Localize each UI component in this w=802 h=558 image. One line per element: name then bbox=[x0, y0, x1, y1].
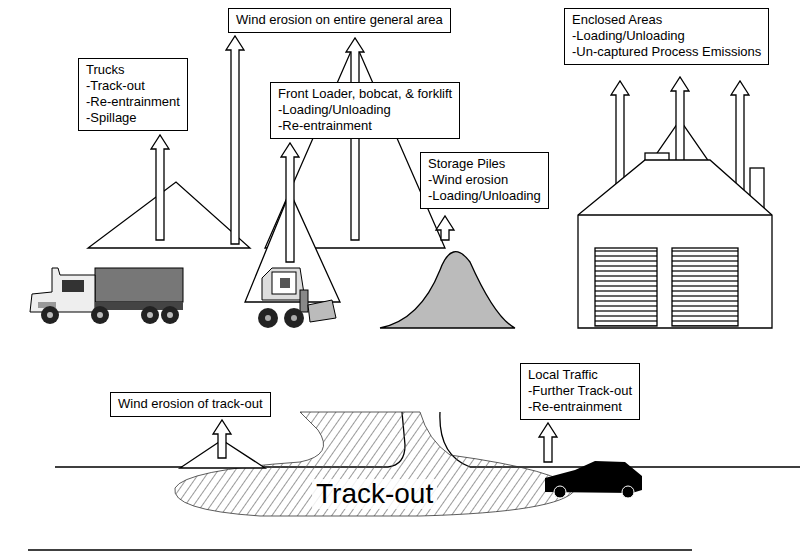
storage-pile bbox=[380, 252, 515, 328]
text-box: Trucks-Track-out-Re-entrainment-Spillage bbox=[78, 58, 188, 131]
text-box: Local Traffic-Further Track-out-Re-entra… bbox=[520, 363, 640, 420]
text-box: Wind erosion on entire general area bbox=[228, 8, 451, 33]
box-heading: Local Traffic bbox=[528, 367, 632, 383]
building bbox=[578, 153, 772, 328]
box-heading: Wind erosion on entire general area bbox=[236, 12, 443, 28]
box-heading: Storage Piles bbox=[428, 156, 541, 172]
box-heading: Trucks bbox=[86, 62, 180, 78]
box-item: -Re-entrainment bbox=[528, 399, 632, 415]
box-item: -Re-entrainment bbox=[86, 94, 180, 110]
box-item: -Track-out bbox=[86, 78, 180, 94]
road bbox=[28, 412, 800, 550]
box-item: -Re-entrainment bbox=[278, 118, 452, 134]
track-out-area bbox=[175, 412, 575, 516]
box-item: -Loading/Unloading bbox=[572, 28, 761, 44]
area-label: Track-out bbox=[312, 479, 437, 509]
box-item: -Wind erosion bbox=[428, 172, 541, 188]
box-item: -Further Track-out bbox=[528, 383, 632, 399]
box-heading: Front Loader, bobcat, & forklift bbox=[278, 86, 452, 102]
box-item: -Un-captured Process Emissions bbox=[572, 44, 761, 60]
box-heading: Enclosed Areas bbox=[572, 12, 761, 28]
text-box: Wind erosion of track-out bbox=[110, 392, 271, 417]
box-item: -Loading/Unloading bbox=[428, 188, 541, 204]
text-box: Storage Piles-Wind erosion-Loading/Unloa… bbox=[420, 152, 549, 209]
text-box: Front Loader, bobcat, & forklift-Loading… bbox=[270, 82, 460, 139]
box-heading: Wind erosion of track-out bbox=[118, 396, 263, 412]
box-item: -Loading/Unloading bbox=[278, 102, 452, 118]
text-box: Enclosed Areas-Loading/Unloading-Un-capt… bbox=[564, 8, 769, 65]
bobcat bbox=[258, 268, 336, 328]
truck bbox=[30, 268, 183, 324]
box-item: -Spillage bbox=[86, 110, 180, 126]
